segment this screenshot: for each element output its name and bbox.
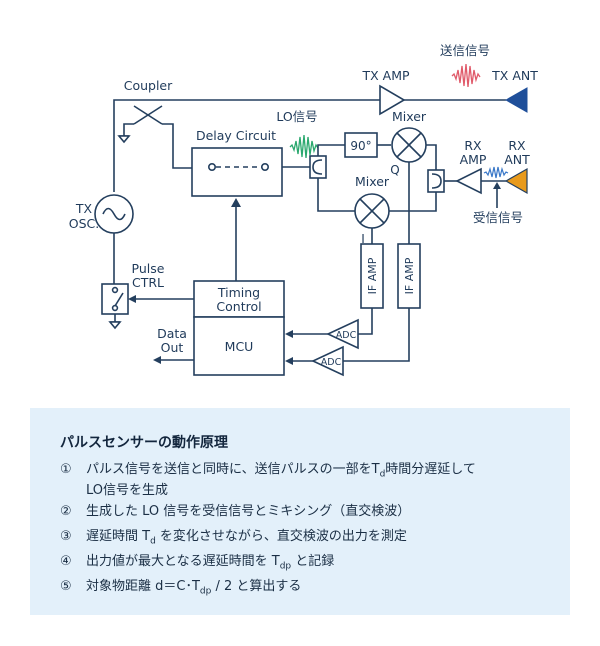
rx-signal-label: 受信信号 (473, 210, 523, 225)
step-1-text: パルス信号を送信と同時に、送信パルスの一部をT (86, 462, 380, 477)
step-4-subscript: dp (279, 561, 292, 572)
mixer-i-title: Mixer (355, 174, 390, 189)
timing-control-label-1: Timing (217, 285, 260, 300)
delay-circuit-label: Delay Circuit (196, 128, 276, 143)
phase-shifter-90-box (344, 132, 378, 158)
rx-splitter-to-mixer-q-line (426, 144, 437, 170)
coupler-to-delay-line (162, 123, 192, 169)
rx-amp-label-2: AMP (460, 152, 487, 167)
tx-pulse-wave (451, 63, 481, 88)
step-5-text: 対象物距離 d＝C･T (86, 579, 200, 594)
rx-pulse-wave (483, 166, 509, 179)
delay-node-left (208, 163, 217, 172)
data-out-label-1: Data (157, 326, 187, 341)
data-out-label-2: Out (161, 340, 184, 355)
lo-pulse-wave (289, 134, 319, 159)
adc-1-label: ADC (336, 330, 357, 341)
coupler-cross-b (133, 105, 163, 125)
step-4-text-b: と記録 (291, 554, 335, 569)
rx-antenna-symbol (504, 167, 528, 195)
lo-splitter-arc (312, 159, 323, 175)
rx-amp-symbol (455, 167, 482, 195)
step-3-number: ③ (60, 529, 72, 544)
if-amp-q-label: IF AMP (403, 257, 416, 294)
adc-1-symbol (326, 318, 359, 350)
adc-2-label: ADC (321, 357, 342, 368)
tx-amp-label: TX AMP (361, 68, 410, 83)
timing-to-delay-arrowhead (231, 198, 241, 207)
mixer-q-title: Mixer (392, 109, 427, 124)
mixer-i-cross-b (359, 198, 385, 224)
tx-signal-label: 送信信号 (440, 43, 490, 58)
if-amp-i-to-adc-line (358, 308, 373, 335)
tx-amp-symbol (379, 84, 406, 116)
mixer-q-cross-b (396, 132, 422, 158)
step-4-text: 出力値が最大となる遅延時間を T (86, 554, 280, 569)
timing-control-label-2: Control (216, 299, 261, 314)
step-5: ⑤ 対象物距離 d＝C･Tdp / 2 と算出する (60, 578, 301, 601)
principle-title: パルスセンサーの動作原理 (60, 435, 228, 451)
adc-2-symbol (311, 345, 344, 377)
rx-ant-label-1: RX (508, 138, 526, 153)
rx-splitter-to-mixer-i-line (389, 192, 437, 212)
rx-splitter-arc (431, 173, 442, 189)
tx-oscillator-sine (102, 207, 126, 221)
delay-circuit-box (191, 147, 283, 197)
step-3-text: 遅延時間 T (86, 529, 151, 544)
coupler-label: Coupler (124, 78, 173, 93)
coupler-ground-symbol (117, 135, 131, 144)
step-4-number: ④ (60, 554, 72, 569)
tx-antenna-symbol (504, 87, 528, 113)
pulse-switch-ground-symbol (108, 321, 122, 330)
timing-to-pulse-switch-arrowhead (128, 295, 136, 303)
step-5-number: ⑤ (60, 579, 72, 594)
pulse-switch-node-bottom (111, 304, 119, 312)
pulse-switch-arm (114, 292, 124, 307)
pulse-ctrl-label-2: CTRL (132, 275, 164, 290)
pulse-ctrl-label-1: Pulse (132, 261, 165, 276)
mcu-box (193, 316, 285, 376)
step-1-number: ① (60, 462, 72, 477)
step-2: ② 生成した LO 信号を受信信号とミキシング（直交検波） (60, 503, 410, 520)
rx-signal-pointer-arrowhead (493, 182, 501, 189)
step-1-subscript: d (379, 469, 386, 480)
lo-signal-label: LO信号 (276, 109, 317, 124)
mixer-i-port-label: I (361, 232, 365, 246)
rx-ant-label-2: ANT (504, 152, 530, 167)
step-1-text-b: 時間分遅延して (385, 462, 476, 477)
step-2-text: 生成した LO 信号を受信信号とミキシング（直交検波） (86, 504, 411, 519)
timing-control-box (193, 280, 285, 318)
step-1-continuation: LO信号を生成 (86, 483, 169, 498)
step-3: ③ 遅延時間 Td を変化させながら、直交検波の出力を測定 (60, 528, 407, 551)
rx-amp-label-1: RX (464, 138, 482, 153)
mcu-label: MCU (225, 339, 254, 354)
tx-osc-label-2: OSC. (69, 216, 99, 231)
pulse-switch-node-top (111, 286, 119, 294)
step-3-subscript: d (150, 536, 156, 547)
if-amp-q-to-adc-line (343, 308, 410, 362)
tx-ant-label: TX ANT (491, 68, 538, 83)
splitter-to-90-line (317, 144, 345, 156)
adc-2-to-mcu-arrowhead (285, 357, 293, 365)
step-5-subscript: dp (199, 586, 212, 597)
data-out-arrowhead (153, 356, 161, 364)
splitter-to-mixer-i-line (317, 178, 356, 212)
tx-osc-label-1: TX (75, 201, 93, 216)
step-3-text-b: を変化させながら、直交検波の出力を測定 (155, 529, 407, 544)
step-5-text-b: / 2 と算出する (211, 579, 302, 594)
block-diagram: TX AMP TX ANT 送信信号 Coupler Delay Circuit… (69, 43, 538, 377)
delay-node-right (260, 163, 269, 172)
mixer-q-port-label: Q (390, 163, 399, 177)
tx-main-line (113, 99, 380, 192)
adc-1-to-mcu-arrowhead (285, 330, 293, 338)
phase-shifter-90-label: 90° (350, 139, 371, 153)
step-2-number: ② (60, 504, 72, 519)
if-amp-i-label: IF AMP (366, 257, 379, 294)
step-4: ④ 出力値が最大となる遅延時間を Tdp と記録 (60, 553, 334, 576)
step-1: ① パルス信号を送信と同時に、送信パルスの一部をTd時間分遅延して (60, 461, 476, 484)
coupler-termination-line (123, 123, 134, 136)
